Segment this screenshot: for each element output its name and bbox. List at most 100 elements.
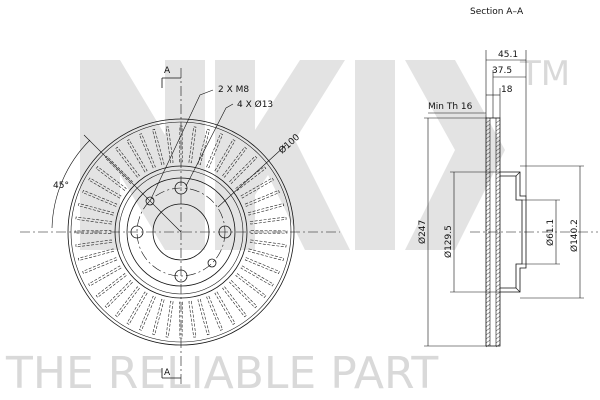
cooling-vane bbox=[249, 216, 287, 225]
section-hatch-line bbox=[495, 195, 501, 200]
cooling-vane bbox=[165, 126, 174, 164]
hat-section bbox=[500, 171, 527, 293]
section-marker-bottom: A bbox=[164, 368, 171, 378]
section-hatch-line bbox=[485, 231, 491, 236]
section-hatch-line bbox=[495, 219, 501, 224]
cooling-vane bbox=[197, 128, 210, 166]
cooling-vane bbox=[179, 301, 183, 339]
section-hatch-line bbox=[495, 167, 501, 172]
section-hatch-line bbox=[495, 247, 501, 252]
cooling-vane bbox=[95, 273, 127, 298]
section-hatch-line bbox=[495, 343, 501, 348]
section-hatch-line bbox=[495, 171, 501, 176]
section-hatch-line bbox=[495, 131, 501, 136]
cooling-vane bbox=[240, 265, 274, 287]
dim-outer-dia: Ø247 bbox=[417, 220, 428, 244]
cooling-vane bbox=[152, 298, 165, 336]
bolt-hole-bottom bbox=[174, 269, 188, 283]
section-hatch-line bbox=[485, 147, 491, 152]
cooling-vane bbox=[75, 216, 113, 225]
section-hatch-line bbox=[495, 135, 501, 140]
section-hatch-line bbox=[495, 315, 501, 320]
cooling-vane bbox=[74, 230, 112, 234]
section-hatch-line bbox=[485, 207, 491, 212]
section-hatch-line bbox=[485, 263, 491, 268]
label-angle: 45° bbox=[53, 181, 69, 191]
section-hatch-line bbox=[485, 315, 491, 320]
section-hatch-line bbox=[485, 175, 491, 180]
section-hatch-line bbox=[495, 119, 501, 124]
section-hatch-line bbox=[495, 147, 501, 152]
section-hatch-line bbox=[485, 143, 491, 148]
cooling-vane bbox=[104, 155, 133, 184]
cooling-vane bbox=[244, 257, 280, 274]
leader-bolt-holes bbox=[185, 103, 234, 187]
cooling-vane bbox=[188, 126, 197, 164]
section-hatch-line bbox=[495, 259, 501, 264]
section-hatch-line bbox=[495, 331, 501, 336]
watermark-tagline: THE RELIABLE PART bbox=[5, 348, 438, 399]
section-hatch-line bbox=[485, 307, 491, 312]
section-hatch-line bbox=[495, 223, 501, 228]
section-hatch-line bbox=[495, 267, 501, 272]
section-hatch-line bbox=[485, 123, 491, 128]
section-hatch-line bbox=[495, 211, 501, 216]
section-hatch-line bbox=[495, 207, 501, 212]
section-view: Section A–A 45.1 37.5 18 Min Th 16 bbox=[417, 7, 598, 348]
section-hatch-line bbox=[495, 255, 501, 260]
section-hatch-line bbox=[495, 291, 501, 296]
section-hatch-line bbox=[495, 271, 501, 276]
cooling-vane bbox=[95, 166, 127, 191]
section-hatch-line bbox=[485, 163, 491, 168]
cooling-vane bbox=[126, 291, 148, 325]
section-title: Section A–A bbox=[470, 7, 524, 17]
section-hatch-line bbox=[485, 251, 491, 256]
section-hatch-line bbox=[495, 323, 501, 328]
section-hatch-line bbox=[485, 323, 491, 328]
section-hatch-line bbox=[495, 179, 501, 184]
cooling-vane bbox=[229, 155, 258, 184]
cooling-vane bbox=[214, 291, 236, 325]
section-hatch-line bbox=[485, 223, 491, 228]
section-hatch-line bbox=[485, 247, 491, 252]
section-hatch-line bbox=[485, 119, 491, 124]
cooling-vane bbox=[229, 280, 258, 309]
cooling-vane bbox=[77, 248, 115, 261]
section-hatch-line bbox=[495, 155, 501, 160]
bolt-hole-top bbox=[174, 181, 188, 195]
dim-hat-dia: Ø129.5 bbox=[443, 225, 454, 258]
section-hatch-line bbox=[485, 151, 491, 156]
section-hatch-line bbox=[495, 283, 501, 288]
dim-18: 18 bbox=[501, 85, 513, 95]
section-hatch-line bbox=[495, 159, 501, 164]
cooling-vane bbox=[222, 146, 247, 178]
section-hatch-line bbox=[485, 127, 491, 132]
cooling-vane bbox=[165, 300, 174, 338]
section-hatch-line bbox=[485, 167, 491, 172]
thread-hole-upper-left bbox=[145, 196, 155, 206]
cooling-vane bbox=[115, 146, 140, 178]
cooling-vane bbox=[77, 203, 115, 216]
section-hatch-line bbox=[495, 319, 501, 324]
section-hatch-line bbox=[485, 199, 491, 204]
section-hatch-line bbox=[485, 343, 491, 348]
section-hatch-line bbox=[495, 295, 501, 300]
cooling-vane bbox=[214, 139, 236, 173]
section-hatch-line bbox=[485, 215, 491, 220]
section-hatch-line bbox=[485, 171, 491, 176]
dim-45-1: 45.1 bbox=[498, 50, 518, 60]
cooling-vane bbox=[240, 177, 274, 199]
section-hatch-line bbox=[495, 335, 501, 340]
section-hatch-line bbox=[485, 187, 491, 192]
section-hatch-line bbox=[495, 339, 501, 344]
label-bolt-holes: 4 X Ø13 bbox=[237, 99, 273, 110]
section-hatch-line bbox=[485, 279, 491, 284]
cooling-vane bbox=[235, 166, 267, 191]
cooling-vane bbox=[139, 295, 156, 331]
section-hatch-line bbox=[485, 283, 491, 288]
section-hatch-line bbox=[485, 335, 491, 340]
bolt-hole-left bbox=[130, 225, 144, 239]
section-hatch-line bbox=[485, 259, 491, 264]
center-bore bbox=[152, 203, 210, 261]
section-hatch-line bbox=[485, 159, 491, 164]
